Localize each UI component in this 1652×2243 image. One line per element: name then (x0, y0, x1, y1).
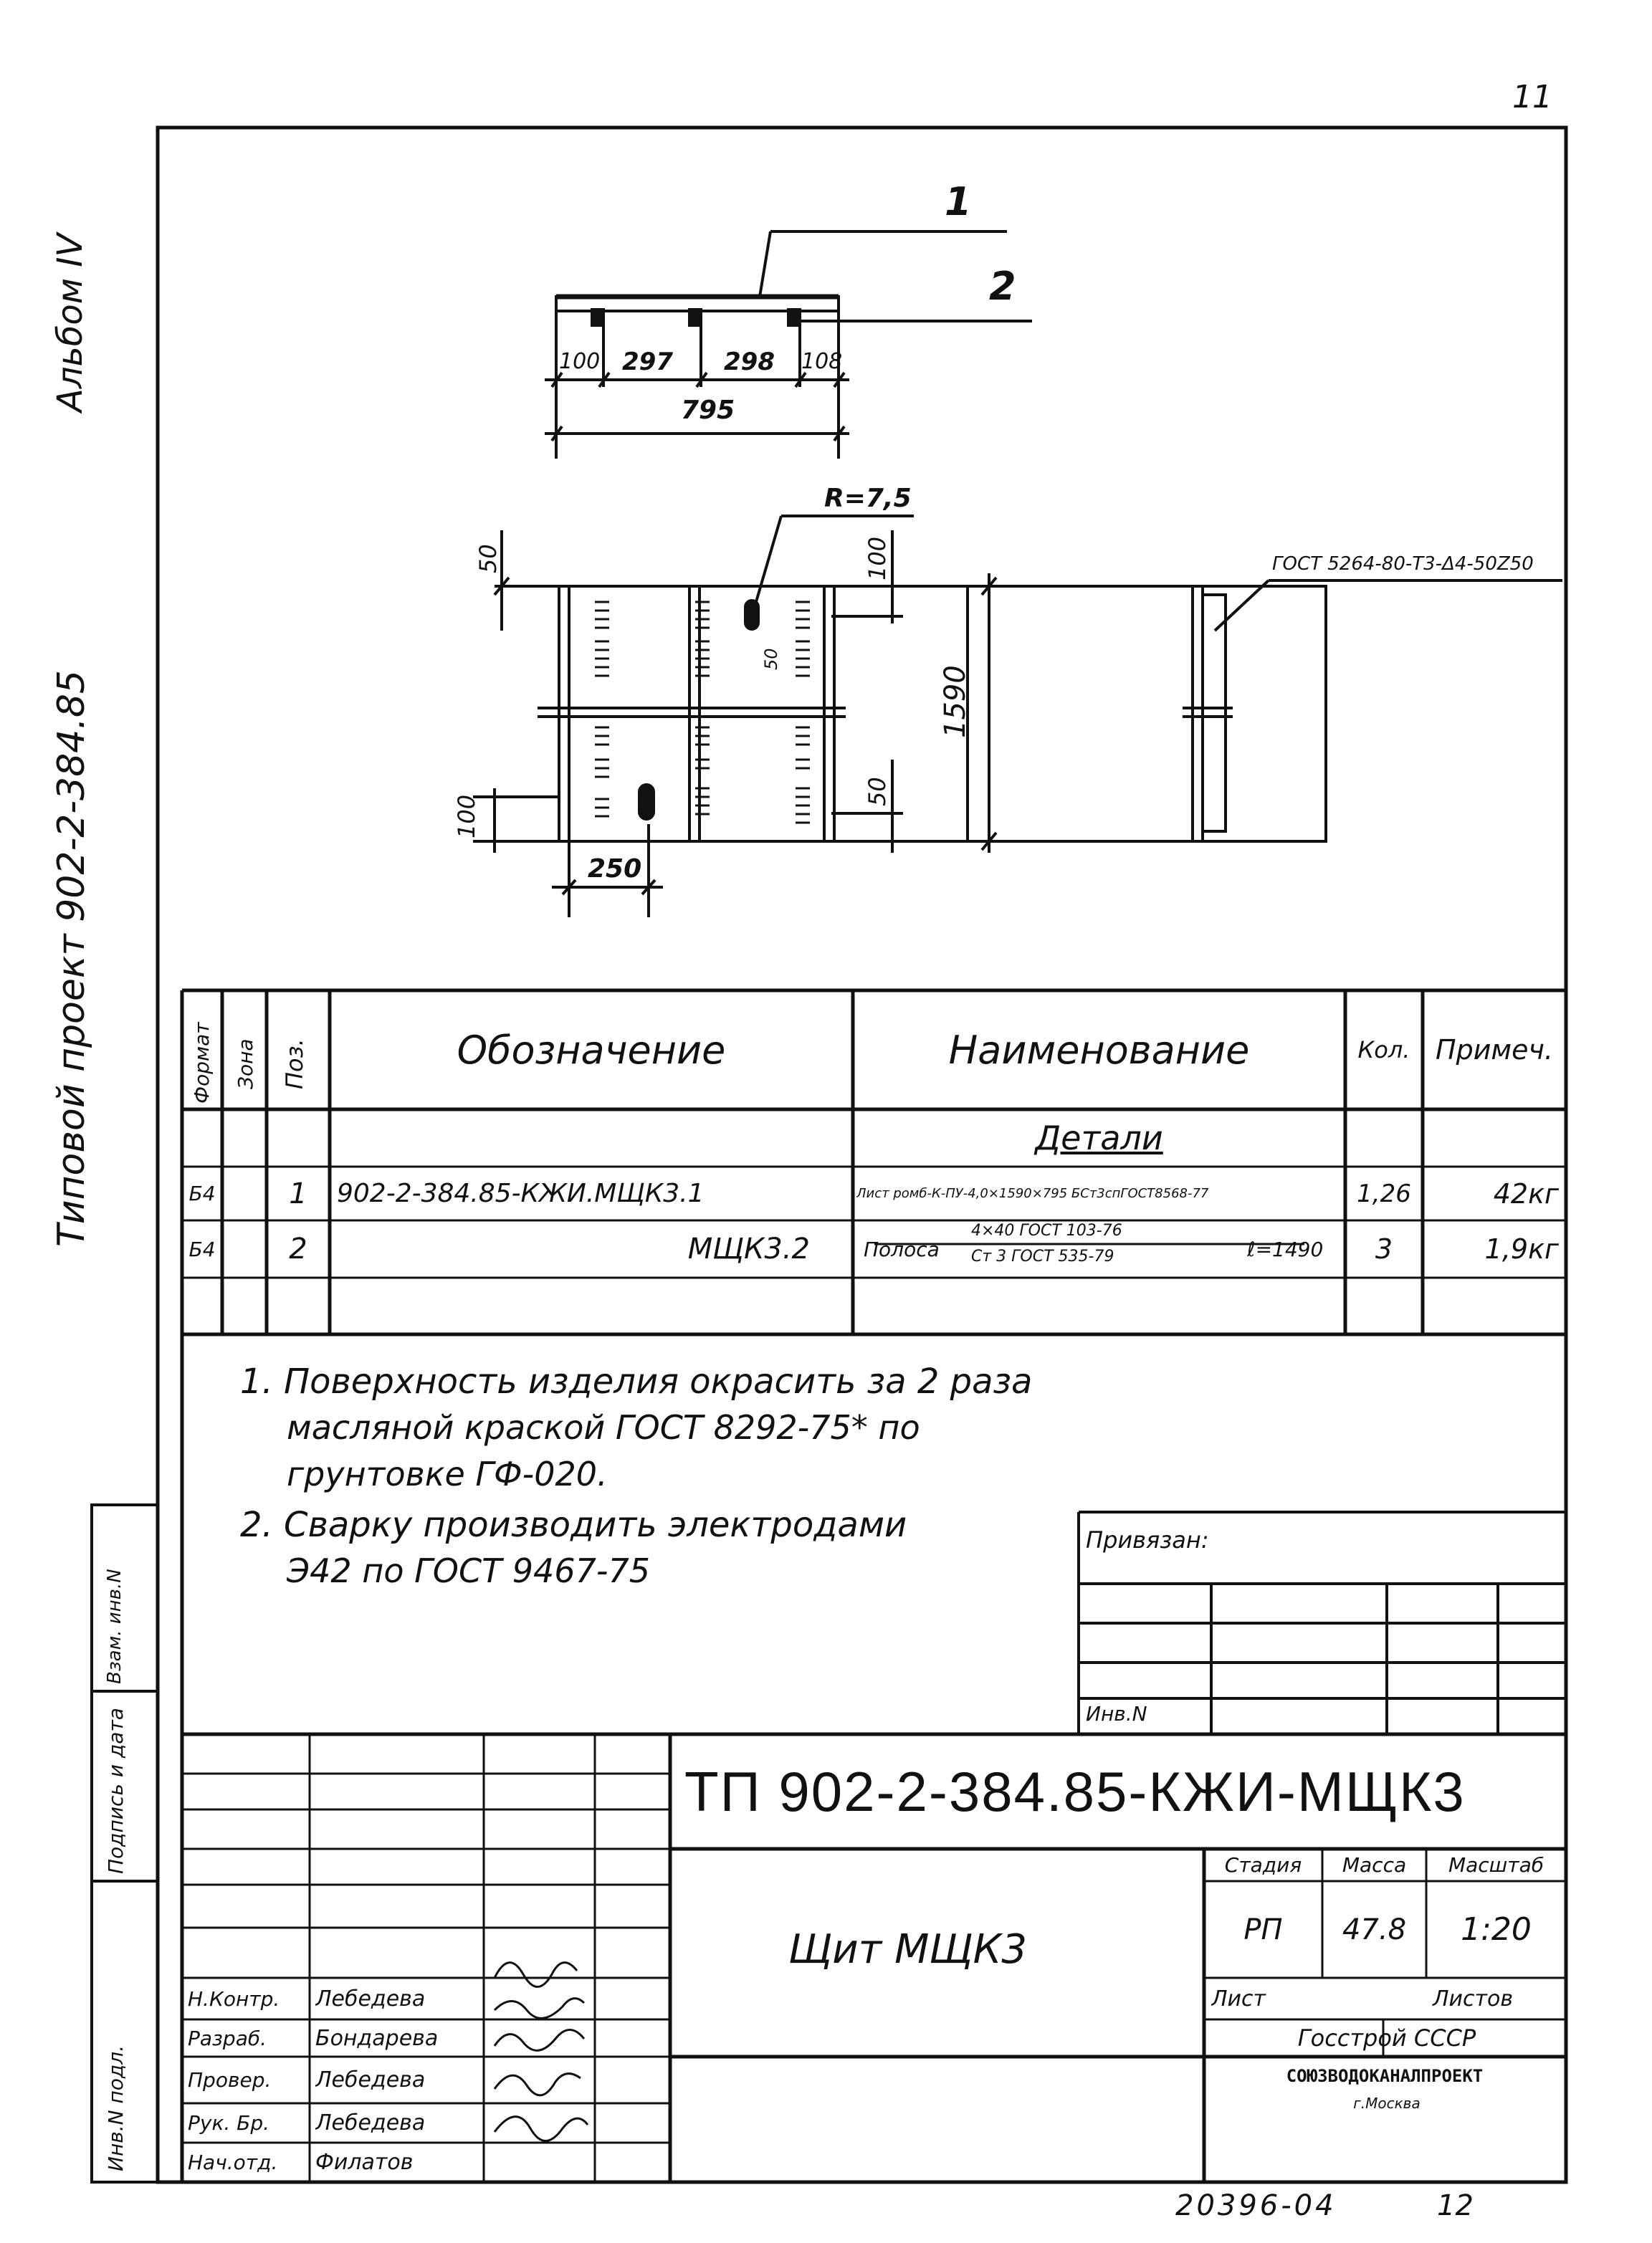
title-code: ТП 902-2-384.85-КЖИ-МЩК3 (684, 1759, 1466, 1823)
row2-name-top: 4×40 ГОСТ 103-76 (971, 1222, 1122, 1240)
left-stamp-grid (90, 1503, 159, 2184)
plan-view (473, 515, 1562, 917)
role-3: Провер. (188, 2068, 272, 2092)
callout-2: 2 (989, 264, 1016, 309)
row1-format: Б4 (188, 1182, 216, 1205)
role-2: Разраб. (188, 2026, 267, 2050)
row2-name-bottom: Ст 3 ГОСТ 535-79 (971, 1248, 1114, 1266)
footer-doc-number: 20396-04 (1175, 2189, 1337, 2222)
signature-1 (493, 1961, 578, 1988)
org-1: Госстрой СССР (1297, 2024, 1476, 2052)
row1-note: 42кг (1493, 1177, 1559, 1210)
row2-note: 1,9кг (1484, 1233, 1559, 1265)
note-line-5: Э42 по ГОСТ 9467-75 (287, 1551, 650, 1590)
stamp-replaces: Взам. инв.N (104, 1569, 125, 1684)
mass-value: 47.8 (1342, 1913, 1407, 1946)
page-number: 11 (1512, 79, 1552, 115)
dim-297: 297 (622, 348, 673, 376)
hdr-note: Примеч. (1436, 1034, 1553, 1066)
note-line-4: 2. Сварку производить электродами (240, 1505, 907, 1545)
stage-value: РП (1243, 1913, 1283, 1946)
dim-250: 250 (588, 854, 642, 884)
hdr-zone: Зона (234, 1038, 257, 1089)
row2-pos: 2 (289, 1233, 307, 1266)
dim-298: 298 (724, 348, 775, 376)
frame-border (156, 125, 1568, 2184)
role-4-name: Лебедева (315, 2110, 426, 2136)
row2-format: Б4 (188, 1237, 216, 1261)
dim-1590: 1590 (939, 665, 972, 738)
dim-50-inner: 50 (761, 648, 781, 670)
row2-designation: МЩК3.2 (687, 1233, 810, 1266)
dim-108: 108 (801, 349, 843, 374)
role-1-name: Лебедева (315, 1986, 426, 2012)
sheet-label: Лист (1211, 1986, 1266, 2012)
stamp-inv-podl: Инв.N подл. (104, 2044, 128, 2171)
dim-100-top: 100 (559, 349, 601, 374)
stage-label: Стадия (1224, 1853, 1302, 1877)
signature-4 (493, 2072, 581, 2097)
note-line-1: 1. Поверхность изделия окрасить за 2 раз… (240, 1362, 1033, 1402)
binding-grid (1077, 1511, 1566, 1734)
scale-value: 1:20 (1461, 1911, 1532, 1948)
project-label: Типовой проект 902-2-384.85 (50, 669, 93, 1247)
section-details: Детали (1035, 1119, 1163, 1157)
role-5: Нач.отд. (188, 2151, 278, 2174)
sheets-label: Листов (1432, 1986, 1514, 2012)
signature-2 (493, 1997, 586, 2019)
dim-100-right: 100 (864, 536, 891, 580)
row2-qty: 3 (1375, 1233, 1393, 1265)
hdr-designation: Обозначение (457, 1027, 726, 1073)
weld-callout: ГОСТ 5264-80-Т3-Δ4-50Z50 (1272, 553, 1534, 575)
role-5-name: Филатов (315, 2150, 414, 2175)
callout-1: 1 (945, 179, 972, 224)
weld-marks (595, 601, 810, 824)
binding-inv: Инв.N (1086, 1702, 1147, 1726)
hdr-pos: Поз. (281, 1038, 308, 1089)
footer-sheet-no: 12 (1437, 2189, 1474, 2222)
row1-designation: 902-2-384.85-КЖИ.МЩК3.1 (337, 1179, 705, 1208)
dim-50-right: 50 (864, 777, 891, 806)
hdr-name: Наименование (948, 1027, 1250, 1073)
dim-795: 795 (681, 396, 735, 425)
hdr-qty: Кол. (1357, 1036, 1410, 1063)
hdr-format: Формат (190, 1022, 214, 1104)
signatures (493, 1961, 589, 2142)
album-label: Альбом IV (50, 233, 90, 412)
stamp-signature-date: Подпись и дата (104, 1708, 128, 1874)
radius-label: R=7,5 (824, 484, 912, 513)
row2-name-prefix: Полоса (864, 1237, 940, 1261)
binding-label: Привязан: (1086, 1526, 1209, 1554)
org-3: г.Москва (1353, 2095, 1421, 2112)
org-2: СОЮЗВОДОКАНАЛПРОЕКТ (1286, 2066, 1484, 2086)
row1-name: Лист ромб-К-ПУ-4,0×1590×795 БСт3спГОСТ85… (856, 1186, 1209, 1201)
dim-100-left: 100 (453, 794, 480, 838)
role-4: Рук. Бр. (188, 2111, 270, 2135)
role-2-name: Бондарева (315, 2025, 439, 2051)
mass-label: Масса (1342, 1853, 1407, 1877)
signature-3 (493, 2029, 586, 2052)
role-3-name: Лебедева (315, 2067, 426, 2093)
row1-pos: 1 (289, 1177, 307, 1210)
title-block-grid (180, 1334, 1566, 2182)
top-view (545, 230, 1032, 459)
row2-name-suffix: ℓ=1490 (1247, 1237, 1324, 1261)
dim-50-left: 50 (474, 544, 502, 573)
note-line-3: грунтовке ГФ-020. (287, 1455, 608, 1493)
scale-label: Масштаб (1448, 1853, 1544, 1877)
spec-table-grid (180, 988, 1566, 1336)
row1-qty: 1,26 (1357, 1179, 1411, 1208)
signature-5 (493, 2115, 589, 2142)
title-name: Щит МЩК3 (788, 1926, 1028, 1973)
note-line-2: масляной краской ГОСТ 8292-75* по (287, 1408, 920, 1447)
role-1: Н.Контр. (188, 1986, 280, 2011)
